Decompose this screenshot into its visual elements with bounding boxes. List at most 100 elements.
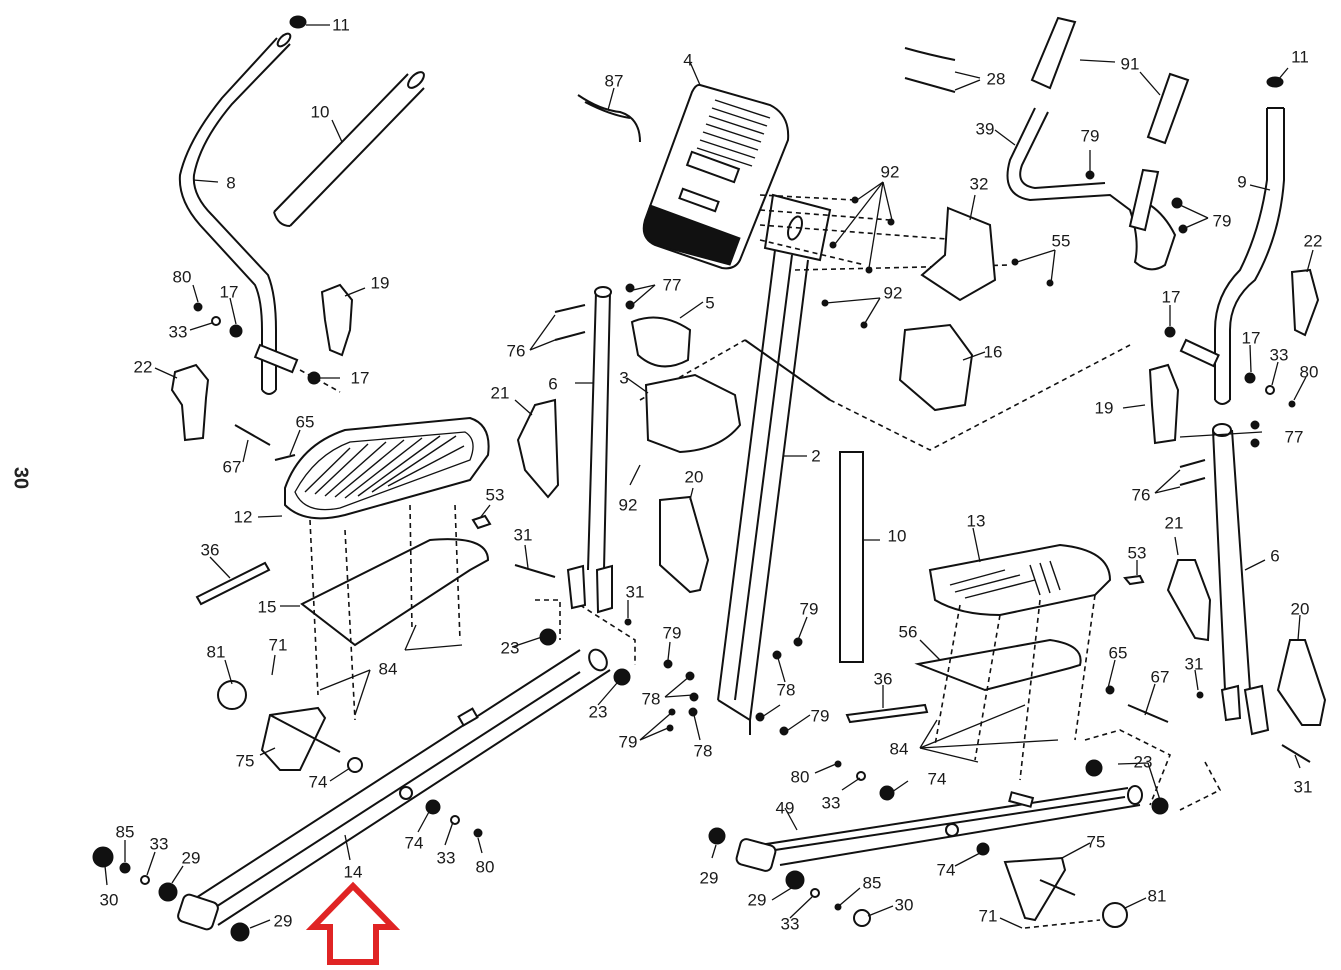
- part-label-79: 79: [1080, 126, 1100, 146]
- pedal-base-56-right: [914, 638, 1082, 692]
- part-label-17: 17: [219, 282, 239, 302]
- part-label-56: 56: [898, 622, 918, 642]
- part-label-80: 80: [475, 857, 495, 877]
- cover-19-right: [1148, 363, 1180, 445]
- part-label-12: 12: [233, 507, 253, 527]
- foam-grip-10-right: [839, 451, 864, 663]
- part-label-30: 30: [99, 890, 119, 910]
- part-label-71: 71: [978, 906, 998, 926]
- part-label-23: 23: [588, 702, 608, 722]
- wires-28: [904, 47, 956, 93]
- part-label-81: 81: [206, 642, 226, 662]
- cover-19-left: [320, 283, 354, 357]
- pedal-arm-75-left: [260, 706, 327, 771]
- part-label-10: 10: [887, 526, 907, 546]
- cover-20-right: [1276, 639, 1327, 726]
- part-label-76: 76: [1131, 485, 1151, 505]
- part-label-84: 84: [378, 659, 398, 679]
- water-bottle-holder-5: [630, 316, 692, 368]
- part-label-15: 15: [257, 597, 277, 617]
- part-label-29: 29: [699, 868, 719, 888]
- part-label-32: 32: [969, 174, 989, 194]
- housing-3: [644, 373, 742, 454]
- part-label-33: 33: [780, 914, 800, 934]
- part-label-91: 91: [1120, 54, 1140, 74]
- part-label-79: 79: [662, 623, 682, 643]
- part-label-10: 10: [310, 102, 330, 122]
- part-label-74: 74: [936, 860, 956, 880]
- part-label-78: 78: [641, 689, 661, 709]
- end-cap-11-left: [289, 15, 307, 29]
- part-label-5: 5: [705, 293, 715, 313]
- part-label-33: 33: [821, 793, 841, 813]
- part-label-75: 75: [1086, 832, 1106, 852]
- cover-21-left: [516, 398, 560, 499]
- part-label-53: 53: [485, 485, 505, 505]
- part-label-84: 84: [889, 739, 909, 759]
- part-label-31: 31: [1293, 777, 1313, 797]
- part-label-31: 31: [1184, 654, 1204, 674]
- part-label-77: 77: [1284, 427, 1304, 447]
- cover-20-left: [659, 495, 710, 594]
- part-label-22: 22: [1303, 231, 1323, 251]
- part-label-16: 16: [983, 342, 1003, 362]
- part-label-79: 79: [810, 706, 830, 726]
- part-label-20: 20: [1290, 599, 1310, 619]
- strip-36-right: [845, 703, 929, 724]
- part-label-30: 30: [894, 895, 914, 915]
- lower-arm-49: [735, 785, 1143, 872]
- part-label-80: 80: [790, 767, 810, 787]
- pedal-base-15-left: [300, 538, 490, 647]
- part-label-74: 74: [404, 833, 424, 853]
- part-label-92: 92: [883, 283, 903, 303]
- part-label-23: 23: [500, 638, 520, 658]
- part-label-21: 21: [490, 383, 510, 403]
- part-label-22: 22: [133, 357, 153, 377]
- part-label-29: 29: [181, 848, 201, 868]
- part-label-8: 8: [226, 173, 236, 193]
- upright-6-left: [566, 286, 613, 614]
- highlight-arrow-icon: [305, 881, 401, 965]
- grip-91-left: [1030, 16, 1077, 90]
- part-label-6: 6: [1270, 546, 1280, 566]
- part-label-92: 92: [618, 495, 638, 515]
- leader-lines: [104, 24, 1314, 929]
- part-label-31: 31: [625, 582, 645, 602]
- part-label-74: 74: [927, 769, 947, 789]
- part-label-67: 67: [1150, 667, 1170, 687]
- part-label-19: 19: [370, 273, 390, 293]
- wire-87: [577, 94, 641, 143]
- part-label-92: 92: [880, 162, 900, 182]
- part-label-29: 29: [747, 890, 767, 910]
- end-cap-11-right: [1266, 76, 1284, 88]
- part-label-71: 71: [268, 635, 288, 655]
- pedal-arm-75-right: [1003, 856, 1067, 922]
- part-label-74: 74: [308, 772, 328, 792]
- part-label-28: 28: [986, 69, 1006, 89]
- part-label-85: 85: [115, 822, 135, 842]
- upright-6-right: [1212, 423, 1270, 736]
- page-number: 30: [9, 466, 32, 490]
- part-label-80: 80: [172, 267, 192, 287]
- part-label-33: 33: [1269, 345, 1289, 365]
- part-label-11: 11: [1291, 47, 1309, 67]
- right-upper-arm-9: [1179, 107, 1285, 405]
- part-label-31: 31: [513, 525, 533, 545]
- part-label-14-highlighted: 14: [343, 862, 363, 882]
- part-label-11: 11: [332, 15, 350, 35]
- part-label-81: 81: [1147, 886, 1167, 906]
- left-upper-arm: [178, 32, 299, 395]
- lower-arm-14: [177, 648, 611, 931]
- part-label-17: 17: [1161, 287, 1181, 307]
- part-label-36: 36: [873, 669, 893, 689]
- cap-30-left: [92, 846, 114, 868]
- handlebar-39: [1006, 107, 1177, 271]
- part-label-49: 49: [775, 798, 795, 818]
- part-label-55: 55: [1051, 231, 1071, 251]
- part-label-4: 4: [683, 50, 693, 70]
- console-4: [642, 83, 790, 270]
- part-label-19: 19: [1094, 398, 1114, 418]
- part-label-85: 85: [862, 873, 882, 893]
- part-label-36: 36: [200, 540, 220, 560]
